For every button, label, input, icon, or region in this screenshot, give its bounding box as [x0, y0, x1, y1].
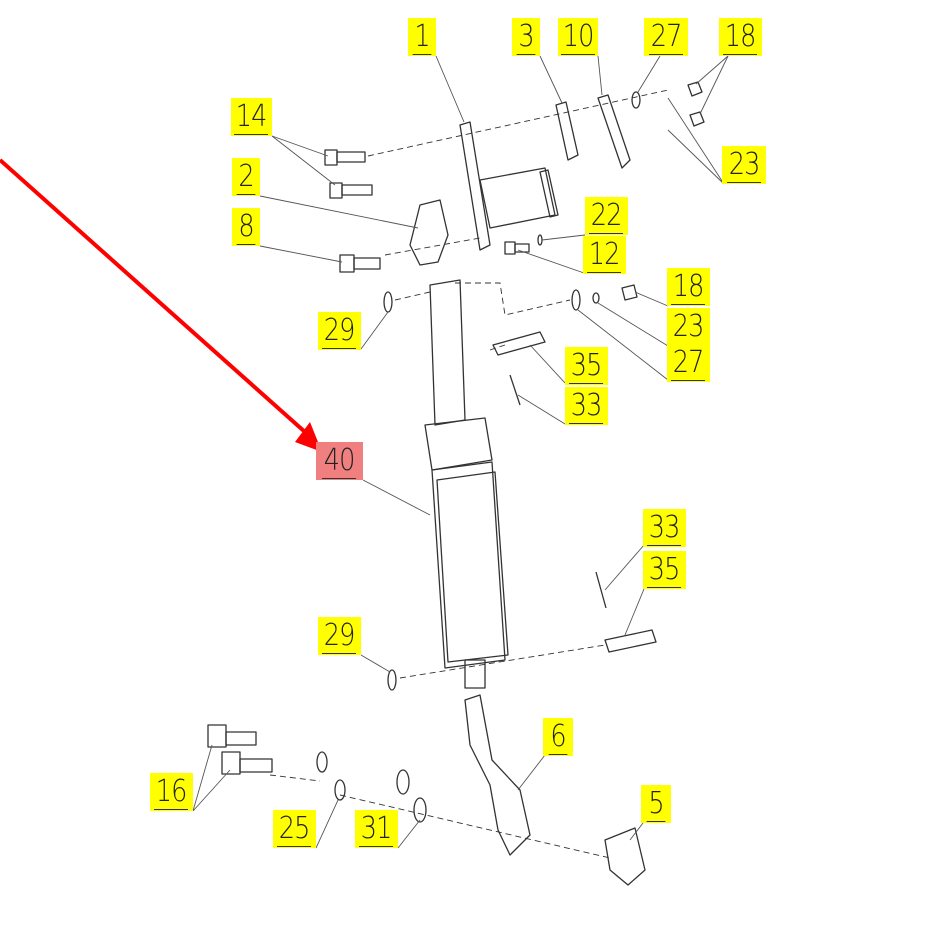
- part-label-25[interactable]: 25: [273, 810, 316, 848]
- part-2-clevis: [409, 199, 449, 266]
- part-label-29[interactable]: 29: [318, 312, 361, 350]
- part-label-35[interactable]: 35: [565, 347, 608, 385]
- part-label-1[interactable]: 1: [408, 18, 436, 56]
- part-3-plate: [555, 101, 579, 161]
- part-label-12[interactable]: 12: [583, 236, 626, 274]
- part-29-washer-lower: [387, 669, 397, 691]
- part-label-2[interactable]: 2: [232, 158, 260, 196]
- part-6-lever: [464, 694, 531, 856]
- part-label-31[interactable]: 31: [355, 810, 398, 848]
- part-27-washer: [631, 91, 641, 109]
- part-22-washer: [537, 234, 543, 246]
- part-label-18[interactable]: 18: [719, 18, 762, 56]
- part-label-23b[interactable]: 23: [667, 308, 710, 346]
- part-25-lockwasher-a: [316, 751, 328, 773]
- part-1-bracket: [459, 121, 559, 251]
- part-label-10[interactable]: 10: [558, 18, 598, 56]
- part-label-35b[interactable]: 35: [643, 551, 686, 589]
- part-label-33[interactable]: 33: [565, 387, 608, 425]
- part-label-40-highlighted[interactable]: 40: [316, 442, 363, 480]
- part-25-lockwasher-b: [334, 779, 346, 801]
- red-arrow-pointer: [0, 158, 322, 452]
- part-31-washer-a: [396, 769, 410, 795]
- part-label-27b[interactable]: 27: [667, 344, 710, 382]
- part-label-18b[interactable]: 18: [667, 268, 710, 306]
- part-label-27[interactable]: 27: [644, 18, 688, 56]
- part-label-33b[interactable]: 33: [643, 509, 686, 547]
- part-5-block: [604, 827, 646, 886]
- part-label-22[interactable]: 22: [585, 197, 628, 235]
- assembly-lines: [269, 89, 669, 859]
- part-label-5[interactable]: 5: [641, 785, 671, 823]
- part-31-washer-b: [413, 797, 427, 823]
- part-16-bolts: [207, 724, 273, 775]
- part-35-pin-upper: [492, 331, 546, 356]
- part-label-29b[interactable]: 29: [318, 617, 361, 655]
- part-8-bolt: [339, 254, 381, 273]
- part-33-clip-upper: [509, 374, 521, 406]
- part-label-23[interactable]: 23: [722, 146, 766, 184]
- part-33-clip-lower: [595, 571, 607, 609]
- part-40-actuator: [424, 279, 509, 689]
- part-label-6[interactable]: 6: [543, 718, 573, 756]
- part-label-8[interactable]: 8: [232, 208, 260, 246]
- part-label-16[interactable]: 16: [150, 773, 193, 811]
- part-label-3[interactable]: 3: [512, 18, 540, 56]
- part-label-14[interactable]: 14: [231, 98, 272, 136]
- part-35-pin-lower: [604, 629, 657, 653]
- lower-hardware: [383, 284, 638, 313]
- part-10-link: [597, 94, 631, 169]
- part-14-bolts: [324, 149, 373, 199]
- leader-lines: [192, 55, 729, 849]
- part-12-bolt: [504, 241, 530, 255]
- part-18-nuts: [687, 81, 705, 127]
